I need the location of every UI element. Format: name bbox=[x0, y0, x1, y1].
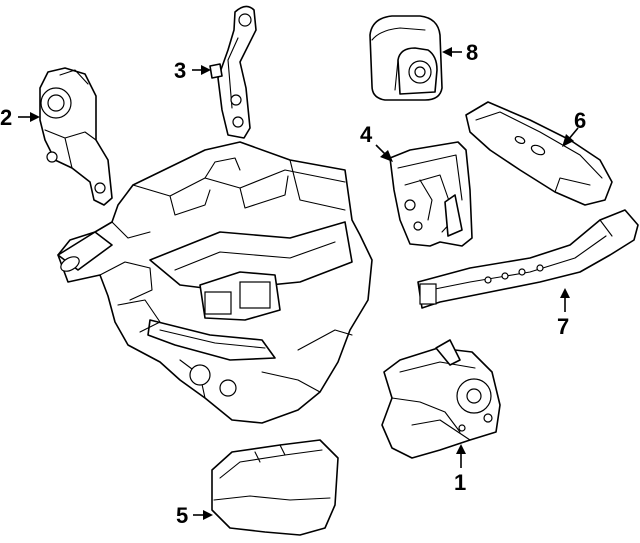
engine-block bbox=[57, 141, 373, 424]
part-3-bracket bbox=[209, 5, 257, 139]
callout-7: 7 bbox=[557, 314, 569, 339]
callout-labels: 1 2 3 4 5 6 7 8 bbox=[0, 40, 586, 528]
part-4-bracket bbox=[389, 141, 473, 247]
part-2-mount-bracket bbox=[39, 67, 113, 206]
callout-8: 8 bbox=[466, 40, 478, 65]
callout-1: 1 bbox=[454, 470, 466, 495]
callout-2: 2 bbox=[0, 105, 12, 130]
part-5-heat-shield bbox=[211, 439, 339, 536]
part-1-engine-mount bbox=[381, 339, 501, 459]
callout-5: 5 bbox=[176, 503, 188, 528]
part-6-crossmember-plate bbox=[465, 101, 613, 206]
callout-6: 6 bbox=[574, 108, 586, 133]
callout-3: 3 bbox=[174, 58, 186, 83]
callout-4: 4 bbox=[360, 122, 373, 147]
part-7-crossmember bbox=[417, 209, 639, 309]
callout-leaders bbox=[18, 47, 579, 520]
part-8-rubber-mount bbox=[369, 15, 443, 101]
